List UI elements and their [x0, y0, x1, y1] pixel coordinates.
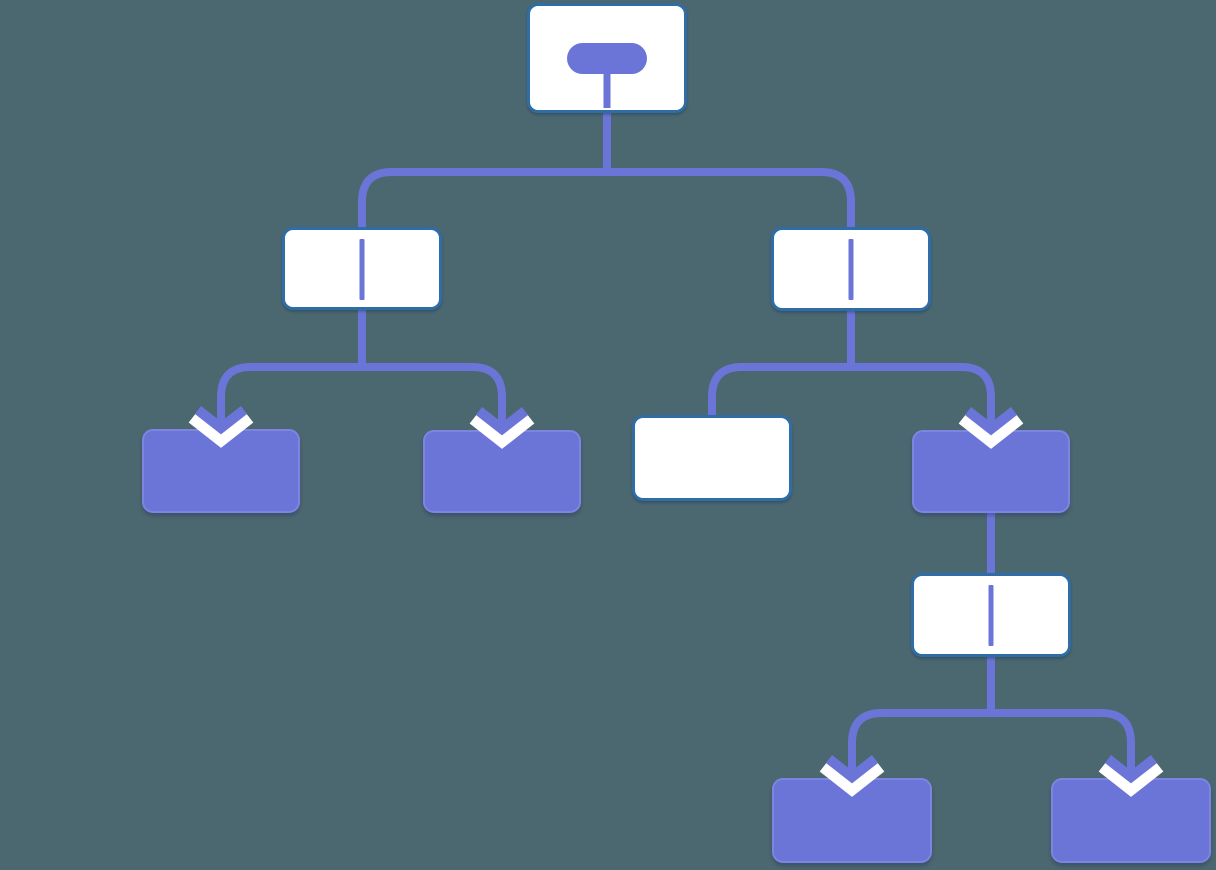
connector-branch-left-to-leaves [217, 363, 506, 406]
node-branch-right[interactable] [771, 227, 931, 311]
node-child-right-plain[interactable] [632, 415, 792, 501]
root-pill-icon [567, 43, 647, 74]
down-arrow-icon [819, 753, 885, 797]
down-arrow-icon [188, 404, 254, 448]
root-pill-stem-icon [603, 70, 611, 108]
node-branch-left[interactable] [282, 227, 442, 310]
connector-sub-branch-to-leaves [848, 709, 1135, 754]
node-leaf-left-1[interactable] [142, 404, 300, 513]
node-branch-sub[interactable] [911, 573, 1071, 657]
down-arrow-icon [958, 405, 1024, 449]
vertical-line-icon [359, 239, 365, 300]
node-leaf-left-2[interactable] [423, 405, 581, 513]
vertical-line-icon [848, 239, 854, 300]
node-leaf-bottom-2[interactable] [1051, 753, 1211, 863]
node-child-right-target[interactable] [912, 405, 1070, 513]
vertical-line-icon [988, 585, 994, 646]
down-arrow-icon [1098, 753, 1164, 797]
connector-root-to-branches [358, 168, 855, 231]
node-leaf-bottom-1[interactable] [772, 753, 932, 863]
node-root[interactable] [527, 3, 687, 113]
down-arrow-icon [469, 405, 535, 449]
connector-branch-right-to-children [708, 363, 995, 419]
